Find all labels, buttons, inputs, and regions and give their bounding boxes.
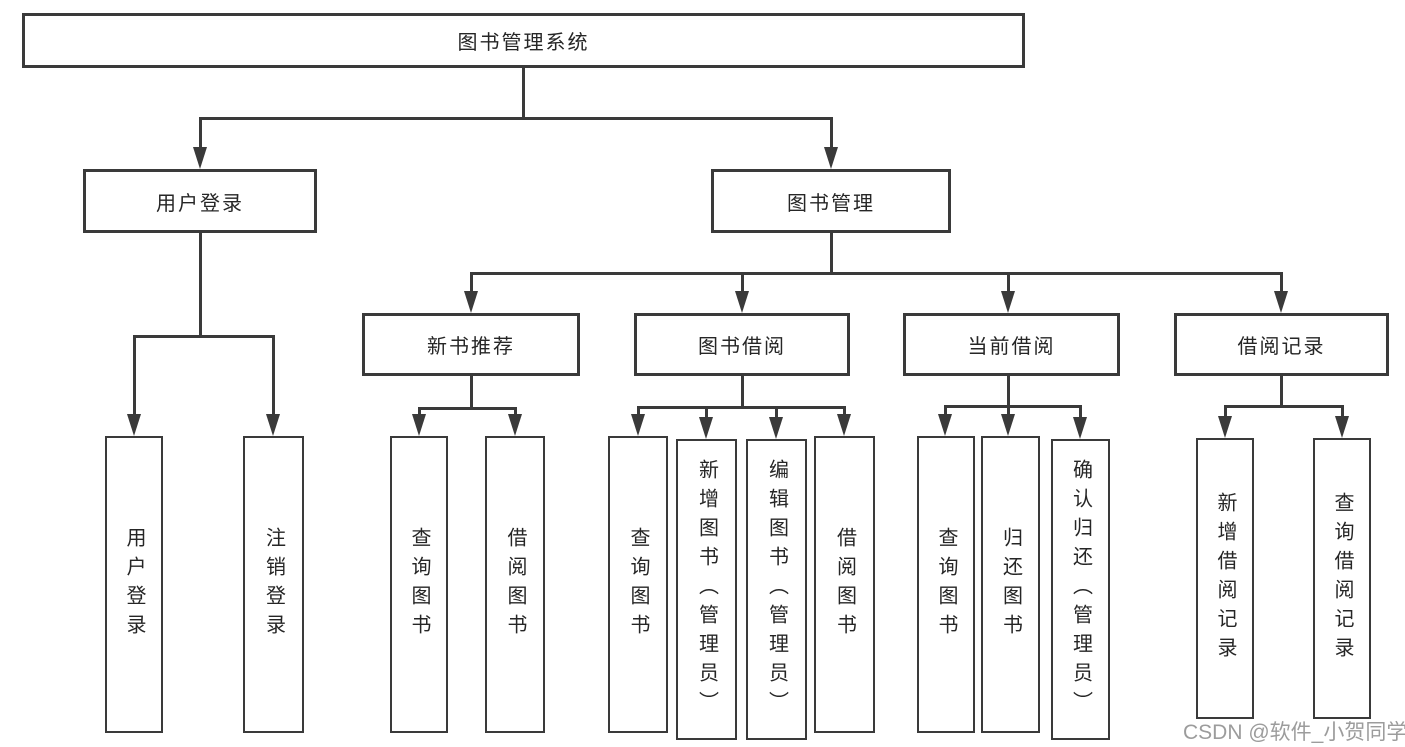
connector-drop-book-borrow	[842, 407, 846, 414]
connector-stem-new-book-recommend	[469, 376, 473, 410]
arrow-head	[1274, 291, 1288, 313]
node-label: 图书管理系统	[457, 32, 590, 54]
node-label: 借阅图书	[833, 526, 856, 643]
arrow-head	[769, 417, 783, 439]
node-book-management: 图书管理	[711, 169, 951, 233]
connector-drop-new-book-recommend	[417, 408, 421, 414]
connector-stem-book-management	[829, 233, 833, 275]
node-login: 用户登录	[105, 436, 163, 733]
arrow-head	[266, 414, 280, 436]
connector-drop-borrow-records	[1223, 406, 1227, 416]
node-label: 查询图书	[935, 526, 957, 643]
connector-branch-borrow-records	[1223, 404, 1344, 408]
arrow-head	[837, 414, 851, 436]
node-system: 图书管理系统	[22, 13, 1025, 68]
connector-stem-system	[521, 68, 525, 120]
node-query-borrow-record: 查询借阅记录	[1313, 438, 1371, 719]
node-user-login: 用户登录	[83, 169, 317, 233]
node-current-borrow: 当前借阅	[903, 313, 1120, 376]
connector-branch-user-login	[132, 334, 275, 338]
node-label: 用户登录	[156, 192, 244, 215]
connector-branch-new-book-recommend	[417, 406, 517, 410]
connector-branch-current-borrow	[943, 404, 1082, 408]
node-label: 用户登录	[123, 526, 145, 643]
connector-drop-borrow-records	[1340, 406, 1344, 416]
node-logout: 注销登录	[243, 436, 304, 733]
connector-drop-user-login	[271, 336, 275, 414]
node-add-borrow-record: 新增借阅记录	[1196, 438, 1254, 719]
node-label: 新增图书（管理员）	[695, 459, 718, 720]
node-query-books-current: 查询图书	[917, 436, 975, 733]
connector-drop-new-book-recommend	[513, 408, 517, 414]
node-confirm-return-admin: 确认归还（管理员）	[1051, 439, 1110, 740]
node-label: 新书推荐	[427, 336, 515, 358]
node-label: 查询图书	[627, 526, 649, 643]
node-return-books: 归还图书	[981, 436, 1040, 733]
node-label: 图书借阅	[698, 336, 786, 358]
node-label: 确认归还（管理员）	[1069, 459, 1092, 720]
node-new-book-recommend: 新书推荐	[362, 313, 580, 376]
node-label: 新增借阅记录	[1214, 491, 1236, 666]
arrow-head	[1073, 417, 1087, 439]
node-label: 查询图书	[408, 526, 430, 643]
connector-drop-book-management	[1279, 273, 1283, 291]
connector-drop-user-login	[132, 336, 136, 414]
csdn-watermark: CSDN @软件_小贺同学	[1183, 721, 1405, 744]
arrow-head	[699, 417, 713, 439]
connector-branch-book-management	[469, 271, 1283, 275]
connector-branch-book-borrow	[636, 405, 846, 409]
node-add-books-admin: 新增图书（管理员）	[676, 439, 737, 740]
node-label: 注销登录	[262, 526, 285, 643]
connector-stem-current-borrow	[1006, 376, 1010, 408]
connector-drop-current-borrow	[1006, 406, 1010, 414]
node-label: 借阅记录	[1237, 336, 1326, 358]
node-borrow-books-new: 借阅图书	[485, 436, 545, 733]
connector-stem-borrow-records	[1279, 376, 1283, 408]
arrow-head	[1335, 416, 1349, 438]
connector-drop-book-borrow	[774, 407, 778, 417]
connector-drop-book-borrow	[636, 407, 640, 414]
connector-drop-current-borrow	[943, 406, 947, 414]
node-borrow-books: 借阅图书	[814, 436, 875, 733]
connector-stem-book-borrow	[740, 376, 744, 409]
arrow-head	[1001, 291, 1015, 313]
connector-drop-system	[198, 118, 202, 147]
connector-drop-book-management	[740, 273, 744, 291]
connector-drop-book-management	[1006, 273, 1010, 291]
connector-drop-system	[829, 118, 833, 147]
arrow-head	[508, 414, 522, 436]
arrow-head	[464, 291, 478, 313]
node-book-borrow: 图书借阅	[634, 313, 850, 376]
node-label: 归还图书	[999, 526, 1022, 643]
node-label: 图书管理	[787, 192, 875, 215]
connector-drop-current-borrow	[1078, 406, 1082, 417]
arrow-head	[1001, 414, 1015, 436]
arrow-head	[938, 414, 952, 436]
node-query-books-borrow: 查询图书	[608, 436, 668, 733]
arrow-head	[735, 291, 749, 313]
node-borrow-records: 借阅记录	[1174, 313, 1389, 376]
arrow-head	[412, 414, 426, 436]
arrow-head	[631, 414, 645, 436]
arrow-head	[1218, 416, 1232, 438]
node-label: 查询借阅记录	[1331, 491, 1353, 666]
node-edit-books-admin: 编辑图书（管理员）	[746, 439, 807, 740]
arrow-head	[824, 147, 838, 169]
node-query-books-new: 查询图书	[390, 436, 448, 733]
node-label: 当前借阅	[967, 336, 1056, 358]
connector-drop-book-borrow	[704, 407, 708, 417]
node-label: 借阅图书	[504, 526, 526, 643]
connector-drop-book-management	[469, 273, 473, 291]
connector-stem-user-login	[198, 233, 202, 338]
connector-branch-system	[198, 116, 833, 120]
arrow-head	[127, 414, 141, 436]
node-label: 编辑图书（管理员）	[765, 459, 788, 720]
arrow-head	[193, 147, 207, 169]
